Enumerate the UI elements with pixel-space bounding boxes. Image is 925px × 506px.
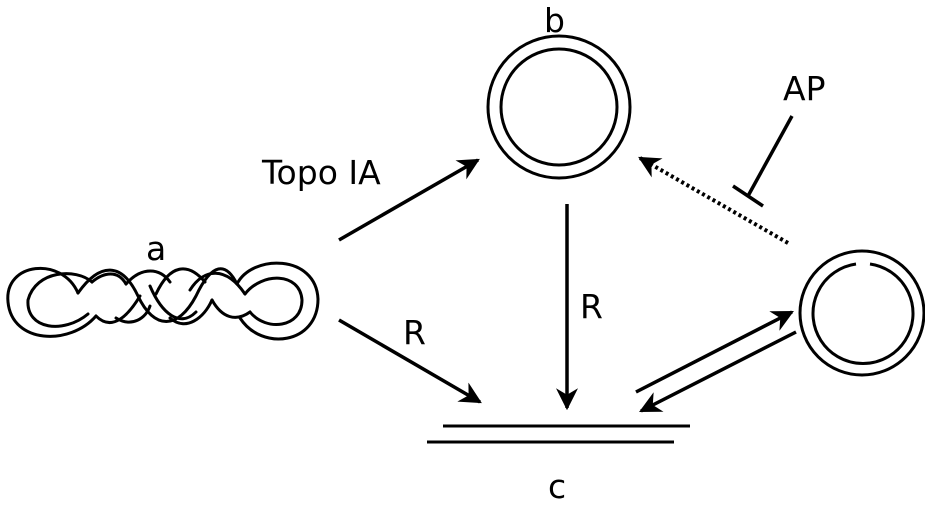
ap-inhibition-icon <box>732 115 794 208</box>
supercoiled-dna-icon <box>6 261 320 341</box>
label-b: b <box>544 1 565 40</box>
nicked-circle-dna-icon <box>798 249 925 377</box>
relaxed-closed-circle-dna-icon <box>486 34 632 180</box>
label-r-left: R <box>403 313 426 352</box>
dotted-return-arrow <box>638 156 789 245</box>
linear-duplex-dna-icon <box>427 424 690 444</box>
label-topo-ia: Topo IA <box>262 153 381 192</box>
label-a: a <box>146 229 167 268</box>
label-c: c <box>548 467 567 506</box>
forward-equilibrium-arrow <box>635 310 794 394</box>
label-ap: AP <box>783 69 826 108</box>
topo-arrow <box>338 158 480 242</box>
label-r-center: R <box>580 287 603 326</box>
r-left-arrow <box>338 318 482 404</box>
reverse-equilibrium-arrow <box>639 330 797 413</box>
